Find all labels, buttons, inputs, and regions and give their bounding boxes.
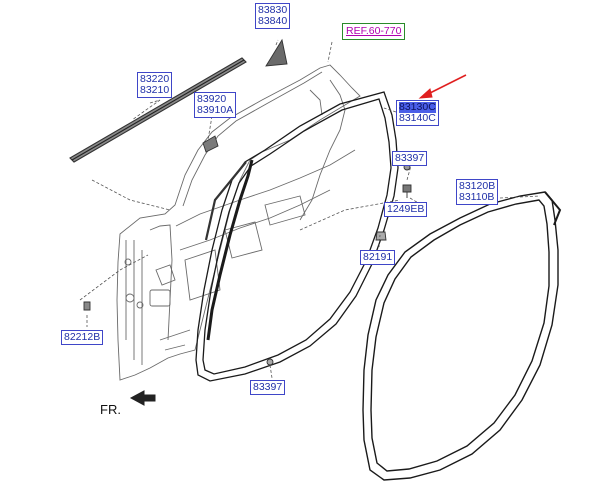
part-number-83110b: 83110B: [459, 191, 495, 203]
part-label-82212b[interactable]: 82212B: [61, 330, 104, 345]
part-number-83210: 83210: [140, 84, 170, 96]
part-number-83830: 83830: [258, 4, 288, 16]
belt-moulding-strip: [69, 57, 247, 163]
part-label-82191[interactable]: 82191: [360, 250, 396, 265]
reference-link[interactable]: REF.60-770: [342, 23, 406, 40]
part-number-83840: 83840: [258, 15, 288, 27]
body-weatherstrip: [362, 191, 562, 481]
fasteners: [83, 163, 412, 366]
part-label-83120b-83110b[interactable]: 83120B 83110B: [456, 179, 499, 205]
part-label-83220-83210[interactable]: 83220 83210: [137, 72, 173, 98]
part-label-83130c-83140c[interactable]: 83130C 83140C: [396, 100, 439, 126]
part-number-83910a: 83910A: [197, 104, 234, 116]
leader-lines: [79, 39, 541, 379]
part-number-83220: 83220: [140, 73, 170, 85]
part-label-83830-83840[interactable]: 83830 83840: [255, 3, 291, 29]
pointer-arrow: [418, 74, 467, 99]
part-label-83397-top[interactable]: 83397: [392, 151, 428, 166]
part-number-83920: 83920: [197, 93, 227, 105]
part-number-83140c: 83140C: [399, 112, 436, 124]
part-label-83397-bottom[interactable]: 83397: [250, 380, 286, 395]
front-indicator-label: FR.: [100, 402, 121, 417]
part-label-1249eb[interactable]: 1249EB: [384, 202, 428, 217]
front-arrow-icon: [129, 390, 156, 406]
part-label-83920-83910a[interactable]: 83920 83910A: [194, 92, 237, 118]
part-number-83120b: 83120B: [459, 180, 496, 192]
part-number-83130c: 83130C: [399, 101, 436, 113]
triangle-garnish: [265, 38, 288, 67]
garnish-clip: [202, 135, 219, 153]
door-weatherstrip: [195, 91, 399, 382]
